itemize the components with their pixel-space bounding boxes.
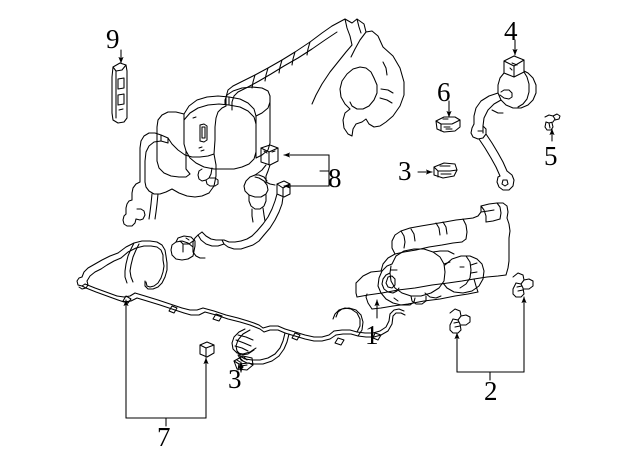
- callout-label-9: 9: [106, 24, 120, 54]
- leader-2: [454, 296, 527, 381]
- air-compressor-assembly-part-1: [355, 202, 511, 310]
- electronic-control-module: [156, 86, 271, 187]
- mounting-clip-part-6: [435, 116, 461, 133]
- callout-label-6: 6: [437, 77, 451, 107]
- harness-connector-upper-part-8: [260, 144, 279, 166]
- callout-label-3-lower: 3: [228, 364, 242, 394]
- callout-label-3-upper: 3: [398, 156, 412, 186]
- harness-connector-lower-part-8: [276, 180, 291, 198]
- jumper-harness-part-8: [192, 164, 284, 259]
- callout-label-2: 2: [484, 376, 498, 406]
- callout-label-5: 5: [544, 141, 558, 171]
- callout-label-8: 8: [328, 163, 342, 193]
- callout-label-4: 4: [504, 16, 518, 46]
- retaining-nut-part-5: [544, 113, 561, 131]
- mounting-bolt-lower-part-2: [449, 308, 471, 334]
- relay-module-part-9: [111, 62, 128, 124]
- leader-8: [283, 152, 330, 189]
- callout-label-1: 1: [365, 320, 379, 350]
- wire-harness-part-7: [76, 235, 406, 365]
- mounting-bolt-upper-part-2: [512, 272, 534, 298]
- harness-clip-upper-part-3: [433, 162, 458, 179]
- callout-label-7: 7: [157, 422, 171, 452]
- leader-7: [123, 299, 209, 427]
- height-sensor-actuator-part-4: [470, 55, 537, 191]
